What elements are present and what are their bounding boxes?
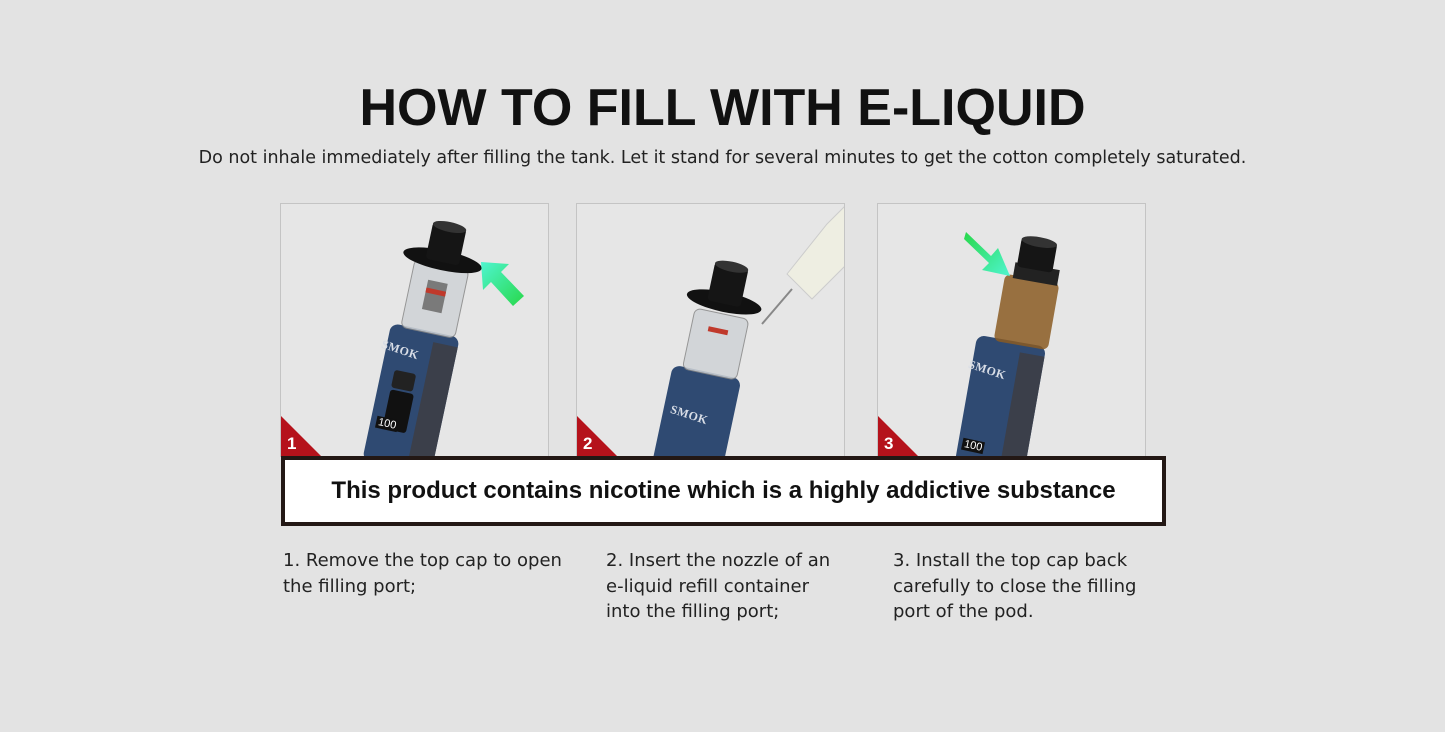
step-number: 1: [287, 434, 297, 453]
step-number-badge: [878, 416, 918, 456]
step-3-image: SMOK 100 3: [877, 203, 1146, 457]
step-line: carefully to close the filling: [893, 575, 1137, 597]
step-line: the filling port;: [283, 575, 417, 597]
vape-device-filled-illustration: [956, 232, 1060, 456]
vape-device-illustration: [363, 220, 524, 456]
step-line: 2. Insert the nozzle of an: [606, 550, 831, 571]
page-title: HOW TO FILL WITH E-LIQUID: [359, 79, 1086, 137]
step-3-text: 3. Install the top cap back carefully to…: [893, 548, 1136, 625]
step-2-image: SMOK 2: [576, 203, 845, 457]
vape-device-with-bottle-illustration: [649, 206, 844, 456]
step-1-image: SMOK 100 1: [280, 203, 549, 457]
step-line: 3. Install the top cap back: [893, 550, 1128, 571]
step-number: 2: [583, 434, 593, 453]
step-1-text: 1. Remove the top cap to open the fillin…: [283, 548, 562, 599]
step-number-badge: [577, 416, 617, 456]
step-number: 3: [884, 434, 894, 453]
page-subtitle: Do not inhale immediately after filling …: [198, 148, 1247, 168]
step-number-badge: [281, 416, 321, 456]
step-2-text: 2. Insert the nozzle of an e-liquid refi…: [606, 548, 830, 625]
step-line: port of the pod.: [893, 601, 1034, 622]
nicotine-warning-banner: This product contains nicotine which is …: [281, 456, 1166, 526]
step-line: 1. Remove the top cap to open: [283, 550, 562, 571]
step-line: e-liquid refill container: [606, 575, 809, 597]
step-line: into the filling port;: [606, 601, 780, 622]
